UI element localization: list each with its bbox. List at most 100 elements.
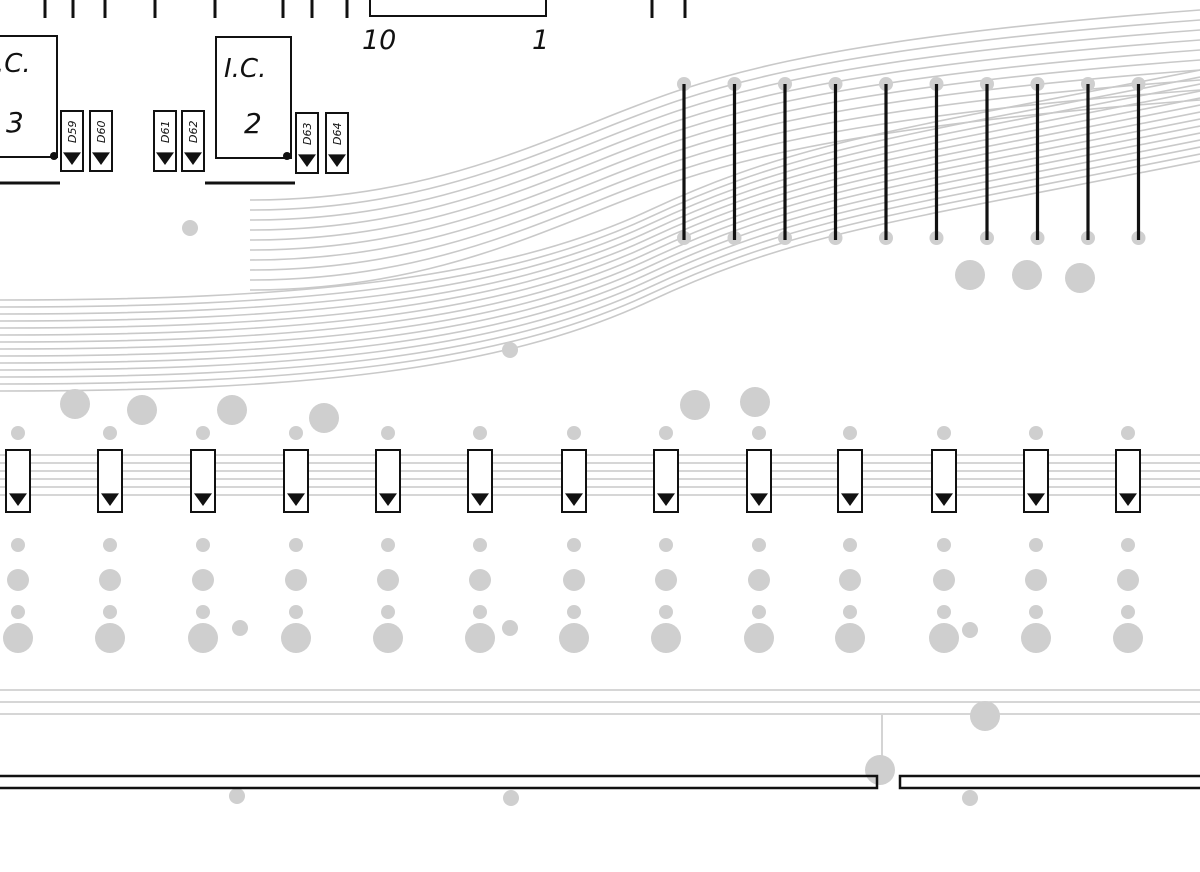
ic-2-number: 2 <box>244 107 262 140</box>
solder-pad <box>285 569 307 591</box>
copper-trace <box>0 111 1200 343</box>
solder-pad <box>680 390 710 420</box>
solder-pad <box>3 623 33 653</box>
solder-pad <box>748 569 770 591</box>
solder-pad <box>377 569 399 591</box>
solder-pad <box>11 426 25 440</box>
copper-trace <box>0 69 1200 301</box>
solder-pad <box>962 622 978 638</box>
solder-pad <box>1025 569 1047 591</box>
lower-diode-row <box>5 449 1141 513</box>
solder-pad-layer <box>3 220 1143 806</box>
solder-pad <box>955 260 985 290</box>
diode <box>283 449 309 513</box>
copper-trace <box>0 139 1200 371</box>
diode: D60 <box>89 110 113 172</box>
ic-3-block: .C. 3 <box>0 35 60 185</box>
copper-trace <box>249 89 1200 281</box>
solder-pad <box>929 623 959 653</box>
diode <box>931 449 957 513</box>
diode: D63 <box>295 112 319 174</box>
solder-pad <box>1117 569 1139 591</box>
copper-trace <box>0 76 1200 308</box>
solder-pad <box>502 620 518 636</box>
solder-pad <box>192 569 214 591</box>
connector-pin-label-left: 10 <box>362 25 396 56</box>
solder-pad <box>1029 426 1043 440</box>
solder-pad <box>188 623 218 653</box>
copper-trace <box>0 97 1200 329</box>
diode-label: D61 <box>159 121 172 143</box>
diode-body <box>97 449 123 513</box>
solder-pad <box>659 605 673 619</box>
solder-pad <box>752 538 766 552</box>
copper-trace <box>249 39 1200 231</box>
diode-cathode-mark <box>935 493 953 506</box>
solder-pad <box>1121 605 1135 619</box>
solder-pad <box>567 605 581 619</box>
solder-pad <box>289 426 303 440</box>
solder-pad <box>7 569 29 591</box>
solder-pad <box>839 569 861 591</box>
solder-pad <box>655 569 677 591</box>
diode-cathode-mark <box>379 493 397 506</box>
solder-pad <box>843 605 857 619</box>
solder-pad <box>1065 263 1095 293</box>
solder-pad <box>217 395 247 425</box>
solder-pad <box>11 538 25 552</box>
solder-pad <box>1012 260 1042 290</box>
diode-cathode-mark <box>156 152 174 165</box>
solder-pad <box>232 620 248 636</box>
diode <box>1115 449 1141 513</box>
diode-cathode-mark <box>750 493 768 506</box>
solder-pad <box>962 790 978 806</box>
solder-pad <box>744 623 774 653</box>
diode <box>5 449 31 513</box>
ic-2-name: I.C. <box>224 54 266 84</box>
solder-pad <box>1121 426 1135 440</box>
solder-pad <box>229 788 245 804</box>
solder-pad <box>651 623 681 653</box>
diode-label: D60 <box>95 121 108 143</box>
key-contact-bars <box>677 77 1146 245</box>
solder-pad <box>103 538 117 552</box>
ic-3-name: .C. <box>0 49 31 79</box>
copper-trace-layer <box>0 9 1200 776</box>
copper-trace <box>249 99 1200 291</box>
solder-pad <box>196 426 210 440</box>
ic-3-number: 3 <box>6 106 24 139</box>
diode-cathode-mark <box>9 493 27 506</box>
solder-pad <box>281 623 311 653</box>
diode-label: D59 <box>66 121 79 143</box>
solder-pad <box>473 426 487 440</box>
solder-pad <box>182 220 198 236</box>
diode <box>1023 449 1049 513</box>
copper-trace <box>0 104 1200 336</box>
solder-pad <box>1029 605 1043 619</box>
connector-header: 10 1 <box>362 0 549 56</box>
copper-trace <box>249 79 1200 271</box>
diode-body <box>931 449 957 513</box>
copper-trace <box>249 59 1200 251</box>
copper-trace <box>0 118 1200 350</box>
diode-cathode-mark <box>92 152 110 165</box>
diode: D61 <box>153 110 177 172</box>
solder-pad <box>196 538 210 552</box>
diode <box>375 449 401 513</box>
solder-pad <box>196 605 210 619</box>
top-edge-pins <box>43 0 687 18</box>
diode: D64 <box>325 112 349 174</box>
solder-pad <box>103 426 117 440</box>
diode-cathode-mark <box>63 152 81 165</box>
solder-pad <box>835 623 865 653</box>
diode <box>746 449 772 513</box>
solder-pad <box>289 605 303 619</box>
solder-pad <box>469 569 491 591</box>
connector-pin-label-right: 1 <box>532 25 549 56</box>
solder-pad <box>473 605 487 619</box>
copper-trace <box>249 29 1200 221</box>
solder-pad <box>937 538 951 552</box>
solder-pad <box>937 426 951 440</box>
diode-label: D62 <box>187 121 200 143</box>
solder-pad <box>381 426 395 440</box>
